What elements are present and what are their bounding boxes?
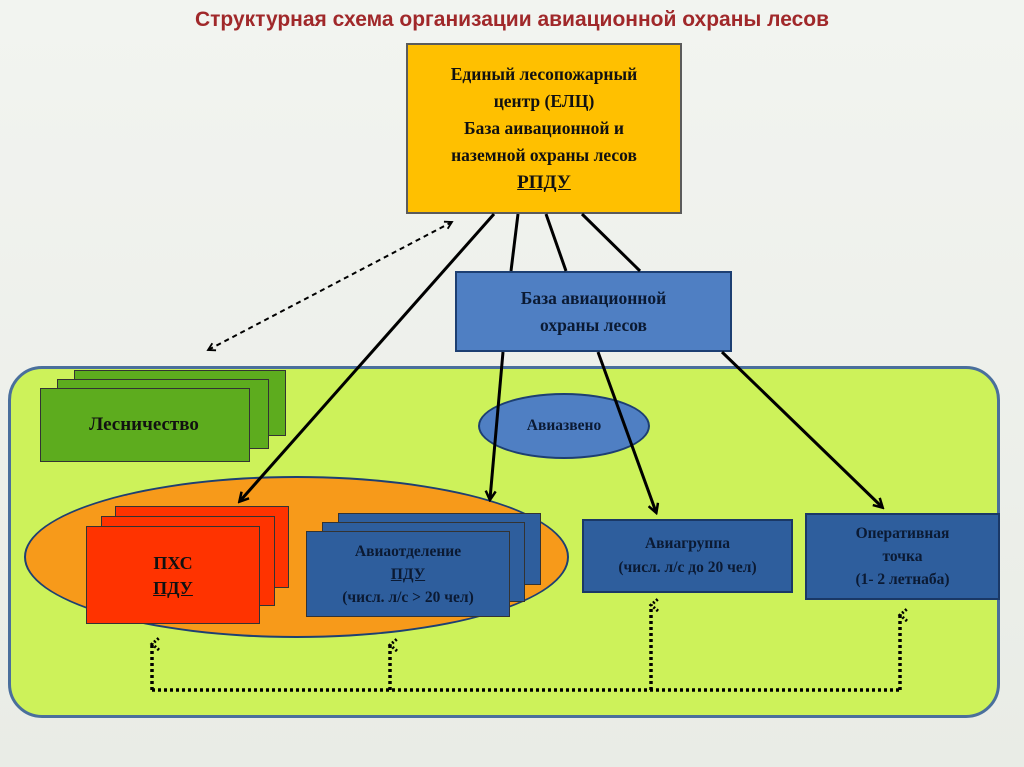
elc-line1: Единый лесопожарный bbox=[450, 64, 638, 84]
elc-to-base-line-3 bbox=[580, 212, 642, 273]
aviotdelenie-label: Авиаотделение ПДУ (числ. л/с > 20 чел) bbox=[306, 532, 510, 616]
aviagruppa-line1: Авиагруппа bbox=[644, 535, 731, 552]
diagram-title: Структурная схема организации авиационно… bbox=[194, 8, 830, 31]
avizveno-label: Авиазвено bbox=[526, 417, 602, 434]
aviagruppa-box: Авиагруппа (числ. л/с до 20 чел) bbox=[582, 519, 793, 593]
phs-label: ПХС ПДУ bbox=[88, 528, 258, 624]
phs-line2: ПДУ bbox=[153, 578, 193, 598]
base-line2: охраны лесов bbox=[540, 314, 647, 335]
phs-layer-front bbox=[86, 526, 260, 624]
operativnaya-line1: Оперативная bbox=[855, 525, 950, 542]
elc-to-phs-arrow bbox=[240, 213, 496, 501]
lesnichestvo-label: Лесничество bbox=[89, 414, 199, 435]
operativnaya-box: Оперативная точка (1- 2 летнаба) bbox=[805, 513, 1000, 600]
base-to-aviotdelenie-arrow bbox=[490, 351, 505, 499]
operativnaya-line3: (1- 2 летнаба) bbox=[855, 571, 950, 588]
base-line1: База авиационной bbox=[520, 287, 667, 308]
elc-line2: центр (ЕЛЦ) bbox=[493, 91, 595, 111]
elc-to-base-line-1 bbox=[509, 213, 520, 272]
base-to-operativnaya-arrow bbox=[720, 350, 882, 507]
elc-lesnichestvo-dashed-arrow bbox=[206, 220, 454, 352]
avizveno-ellipse: Авиазвено bbox=[478, 393, 650, 459]
lesnichestvo-layer-front bbox=[40, 388, 250, 462]
phs-line1: ПХС bbox=[153, 553, 193, 573]
aviotdelenie-line1: Авиаотделение bbox=[354, 542, 462, 560]
aviotdelenie-line2: ПДУ bbox=[390, 565, 426, 583]
elc-box: Единый лесопожарный центр (ЕЛЦ) База аив… bbox=[406, 43, 682, 214]
elc-to-base-line-2 bbox=[544, 213, 568, 272]
elc-line4: наземной охраны лесов bbox=[451, 145, 637, 165]
aviagruppa-line2: (числ. л/с до 20 чел) bbox=[618, 559, 757, 576]
elc-line5: РПДУ bbox=[517, 172, 571, 193]
aviation-base-box: База авиационной охраны лесов bbox=[455, 271, 732, 352]
operativnaya-line2: точка bbox=[882, 548, 923, 565]
aviotdelenie-layer-front bbox=[306, 531, 510, 617]
aviotdelenie-line3: (числ. л/с > 20 чел) bbox=[342, 588, 474, 606]
elc-line3: База аивационной и bbox=[464, 118, 624, 138]
base-to-aviagruppa-arrow bbox=[596, 351, 656, 512]
